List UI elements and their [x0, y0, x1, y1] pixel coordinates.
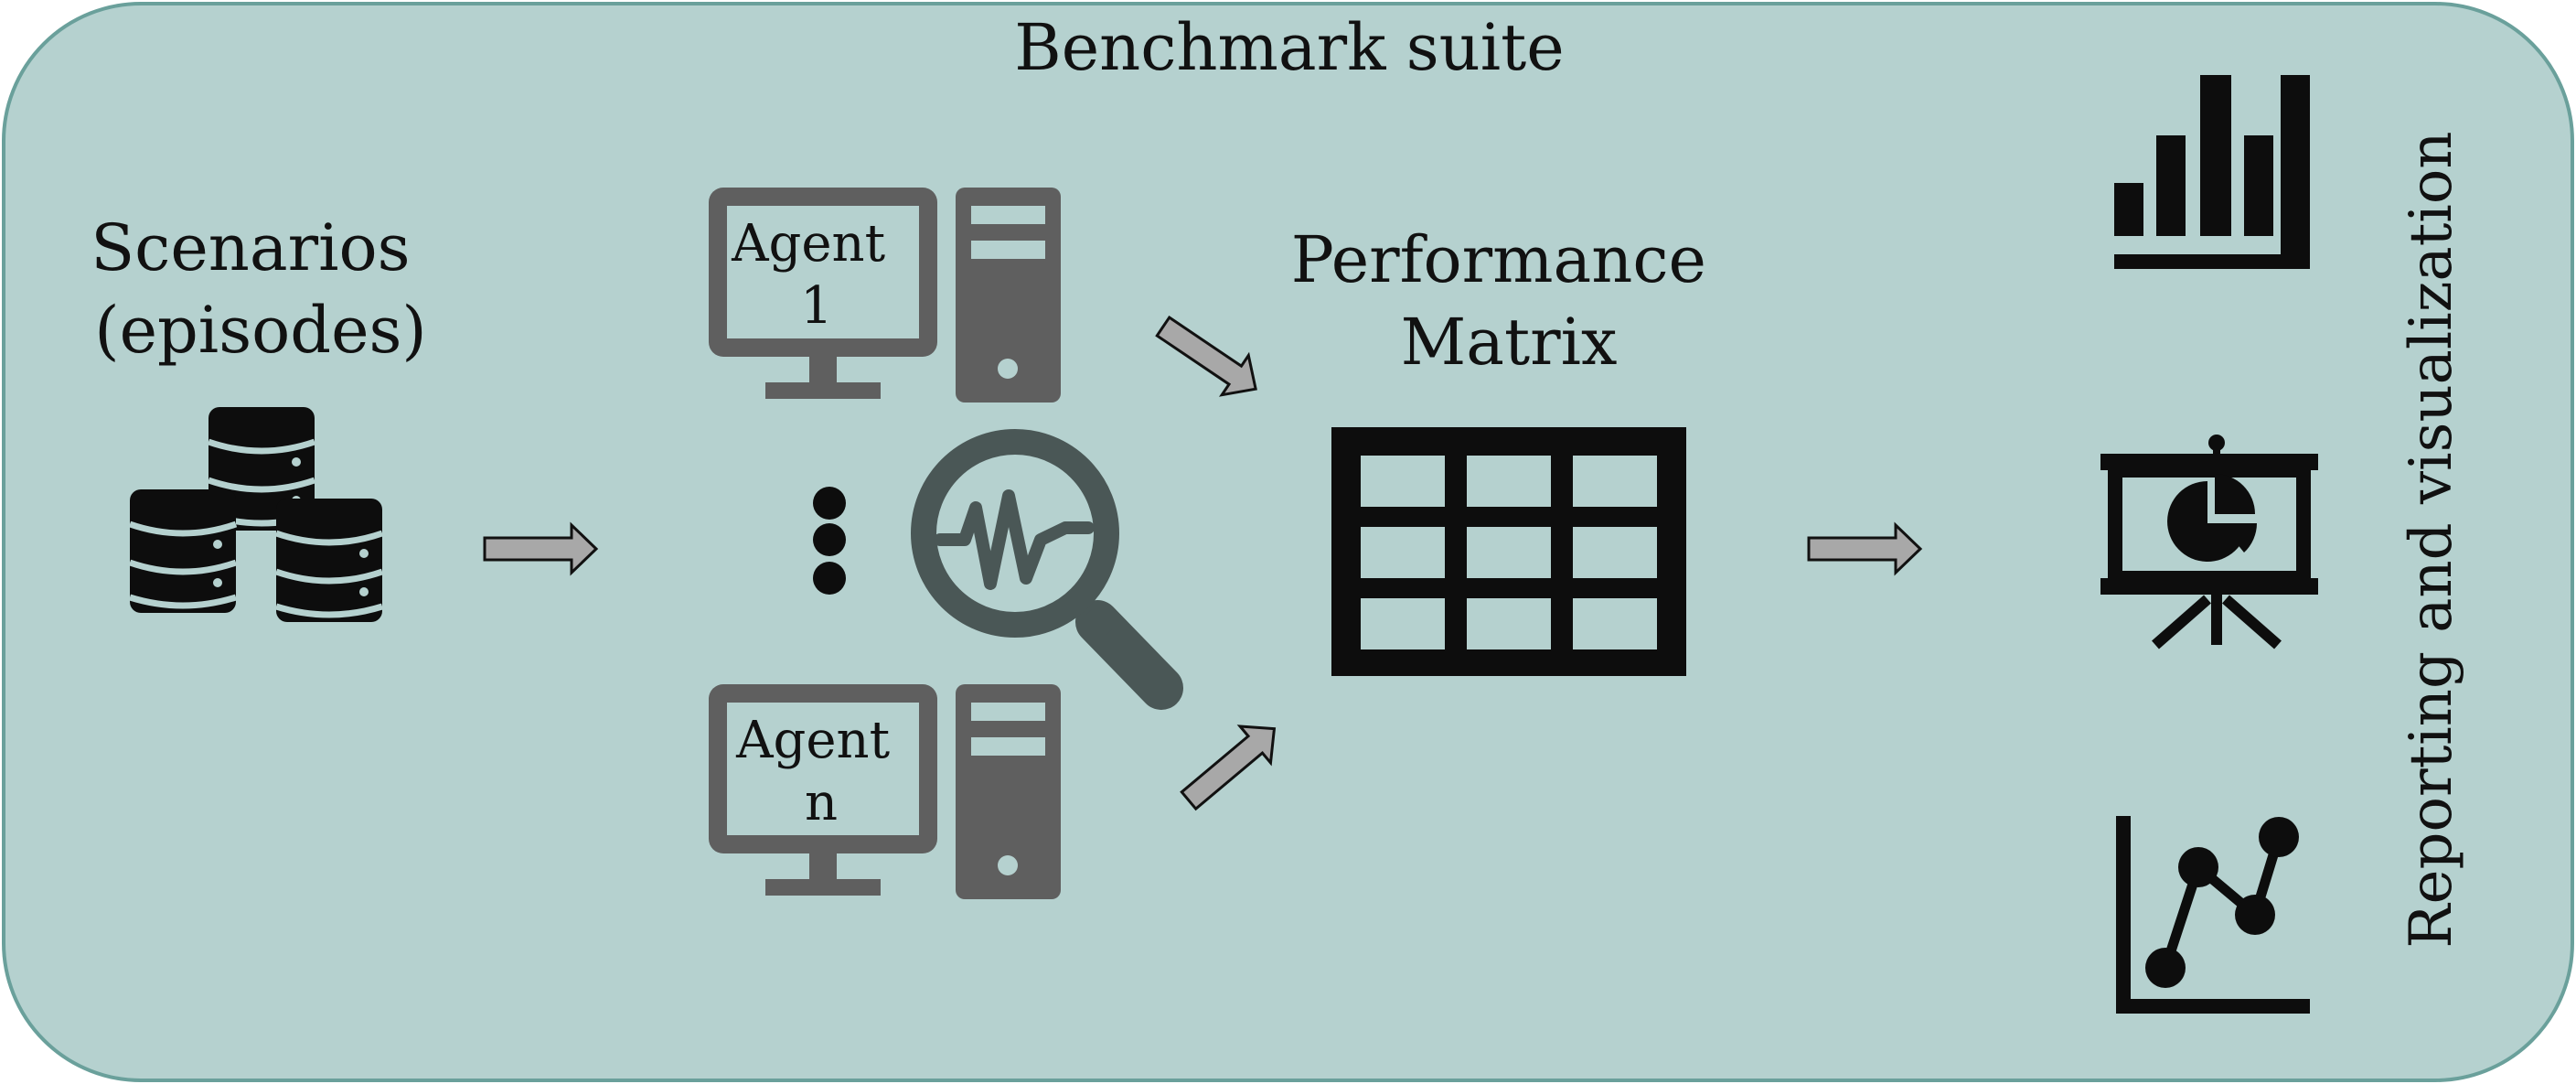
table-grid-icon [1331, 427, 1686, 676]
agent-1-label: Agent 1 [731, 214, 902, 336]
agent-n-line-1: Agent [735, 711, 890, 770]
performance-matrix-group: Performance Matrix [1291, 222, 1726, 676]
matrix-label: Performance Matrix [1291, 222, 1726, 380]
agent-n-line-2: n [805, 773, 838, 832]
bar-chart-icon [2114, 75, 2310, 269]
agent-1-line-2: 1 [800, 276, 833, 336]
presentation-pie-icon [2100, 435, 2318, 649]
reporting-label: Reporting and visualization [2398, 131, 2465, 948]
scenarios-line-1: Scenarios [91, 210, 410, 285]
agent-1-line-1: Agent [731, 214, 885, 274]
scenarios-line-2: (episodes) [94, 293, 426, 368]
agent-1-computer: Agent 1 [709, 188, 1061, 402]
magnifier-signal-icon [911, 429, 1183, 710]
matrix-line-1: Performance [1291, 222, 1706, 297]
scenarios-group: Scenarios (episodes) [91, 210, 431, 622]
line-chart-icon [2116, 816, 2310, 1014]
suite-title: Benchmark suite [1014, 10, 1564, 85]
scenarios-label: Scenarios (episodes) [91, 210, 431, 368]
matrix-line-2: Matrix [1401, 305, 1618, 380]
agent-n-label: Agent n [735, 711, 906, 832]
vertical-ellipsis-icon [813, 487, 846, 595]
agent-n-computer: Agent n [709, 684, 1061, 899]
